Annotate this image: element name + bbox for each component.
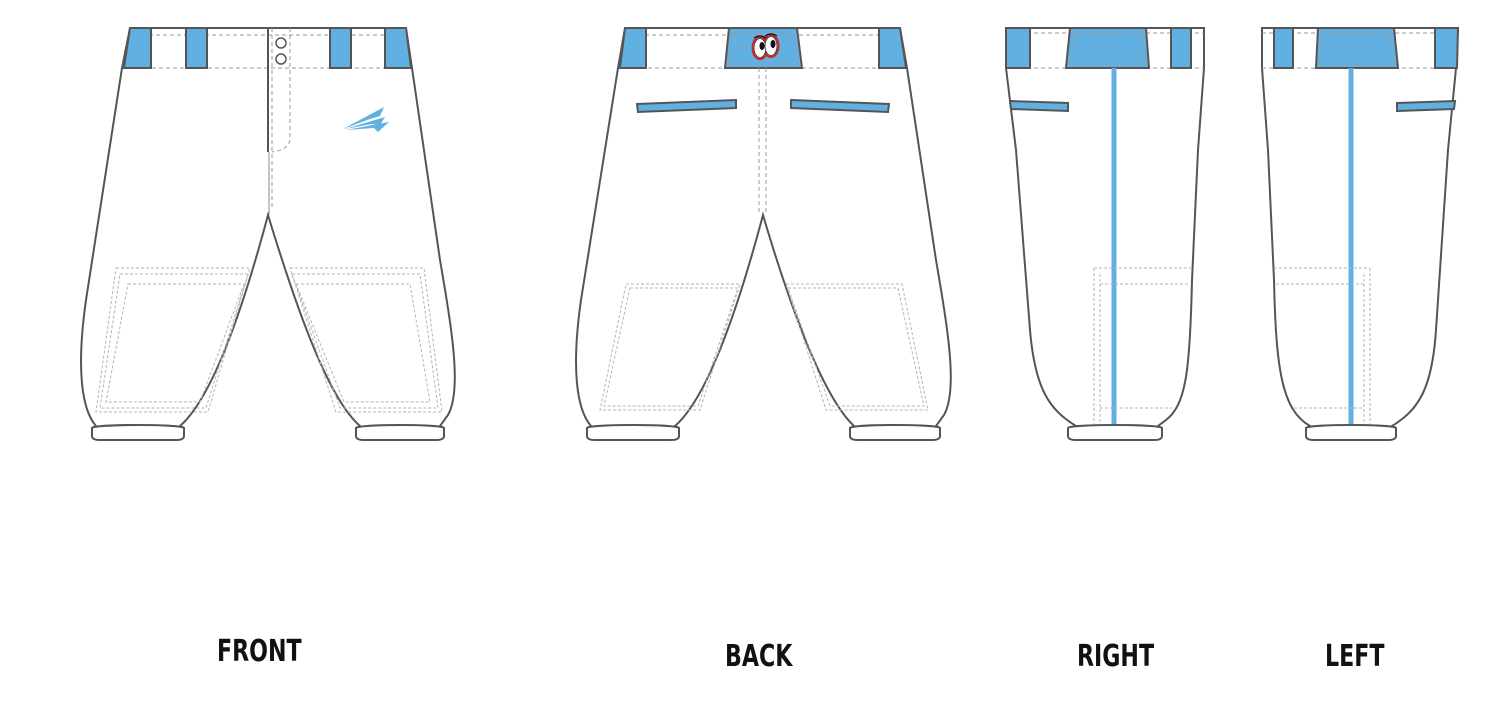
right-belt-loop bbox=[1170, 27, 1192, 69]
right-pocket bbox=[1008, 99, 1069, 113]
front-view-label: FRONT bbox=[217, 634, 302, 669]
back-waist-panel-left bbox=[618, 27, 647, 69]
back-pocket-right bbox=[790, 98, 891, 114]
front-view bbox=[80, 27, 456, 441]
button-icon bbox=[275, 53, 287, 65]
left-yoke bbox=[1314, 27, 1400, 69]
left-view bbox=[1261, 27, 1460, 441]
right-waist-panel bbox=[1005, 27, 1031, 69]
arrow-logo-icon bbox=[343, 107, 389, 132]
front-waist-panel-right bbox=[384, 27, 413, 69]
back-pocket-left bbox=[635, 98, 737, 114]
back-waist-panel-right bbox=[878, 27, 908, 69]
front-belt-loop-1 bbox=[185, 27, 208, 69]
right-view-label: RIGHT bbox=[1077, 639, 1155, 674]
left-waist-panel bbox=[1434, 27, 1460, 69]
right-yoke bbox=[1064, 27, 1151, 69]
cartoon-eyes-logo-icon bbox=[751, 33, 780, 60]
left-pocket bbox=[1396, 99, 1457, 113]
front-waist-panel-left bbox=[122, 27, 152, 69]
back-view-label: BACK bbox=[725, 639, 793, 674]
left-belt-loop bbox=[1273, 27, 1294, 69]
front-belt-loop-2 bbox=[329, 27, 352, 69]
right-view bbox=[1005, 27, 1205, 441]
button-icon bbox=[275, 37, 287, 49]
left-view-label: LEFT bbox=[1325, 639, 1385, 674]
back-view bbox=[575, 27, 952, 441]
